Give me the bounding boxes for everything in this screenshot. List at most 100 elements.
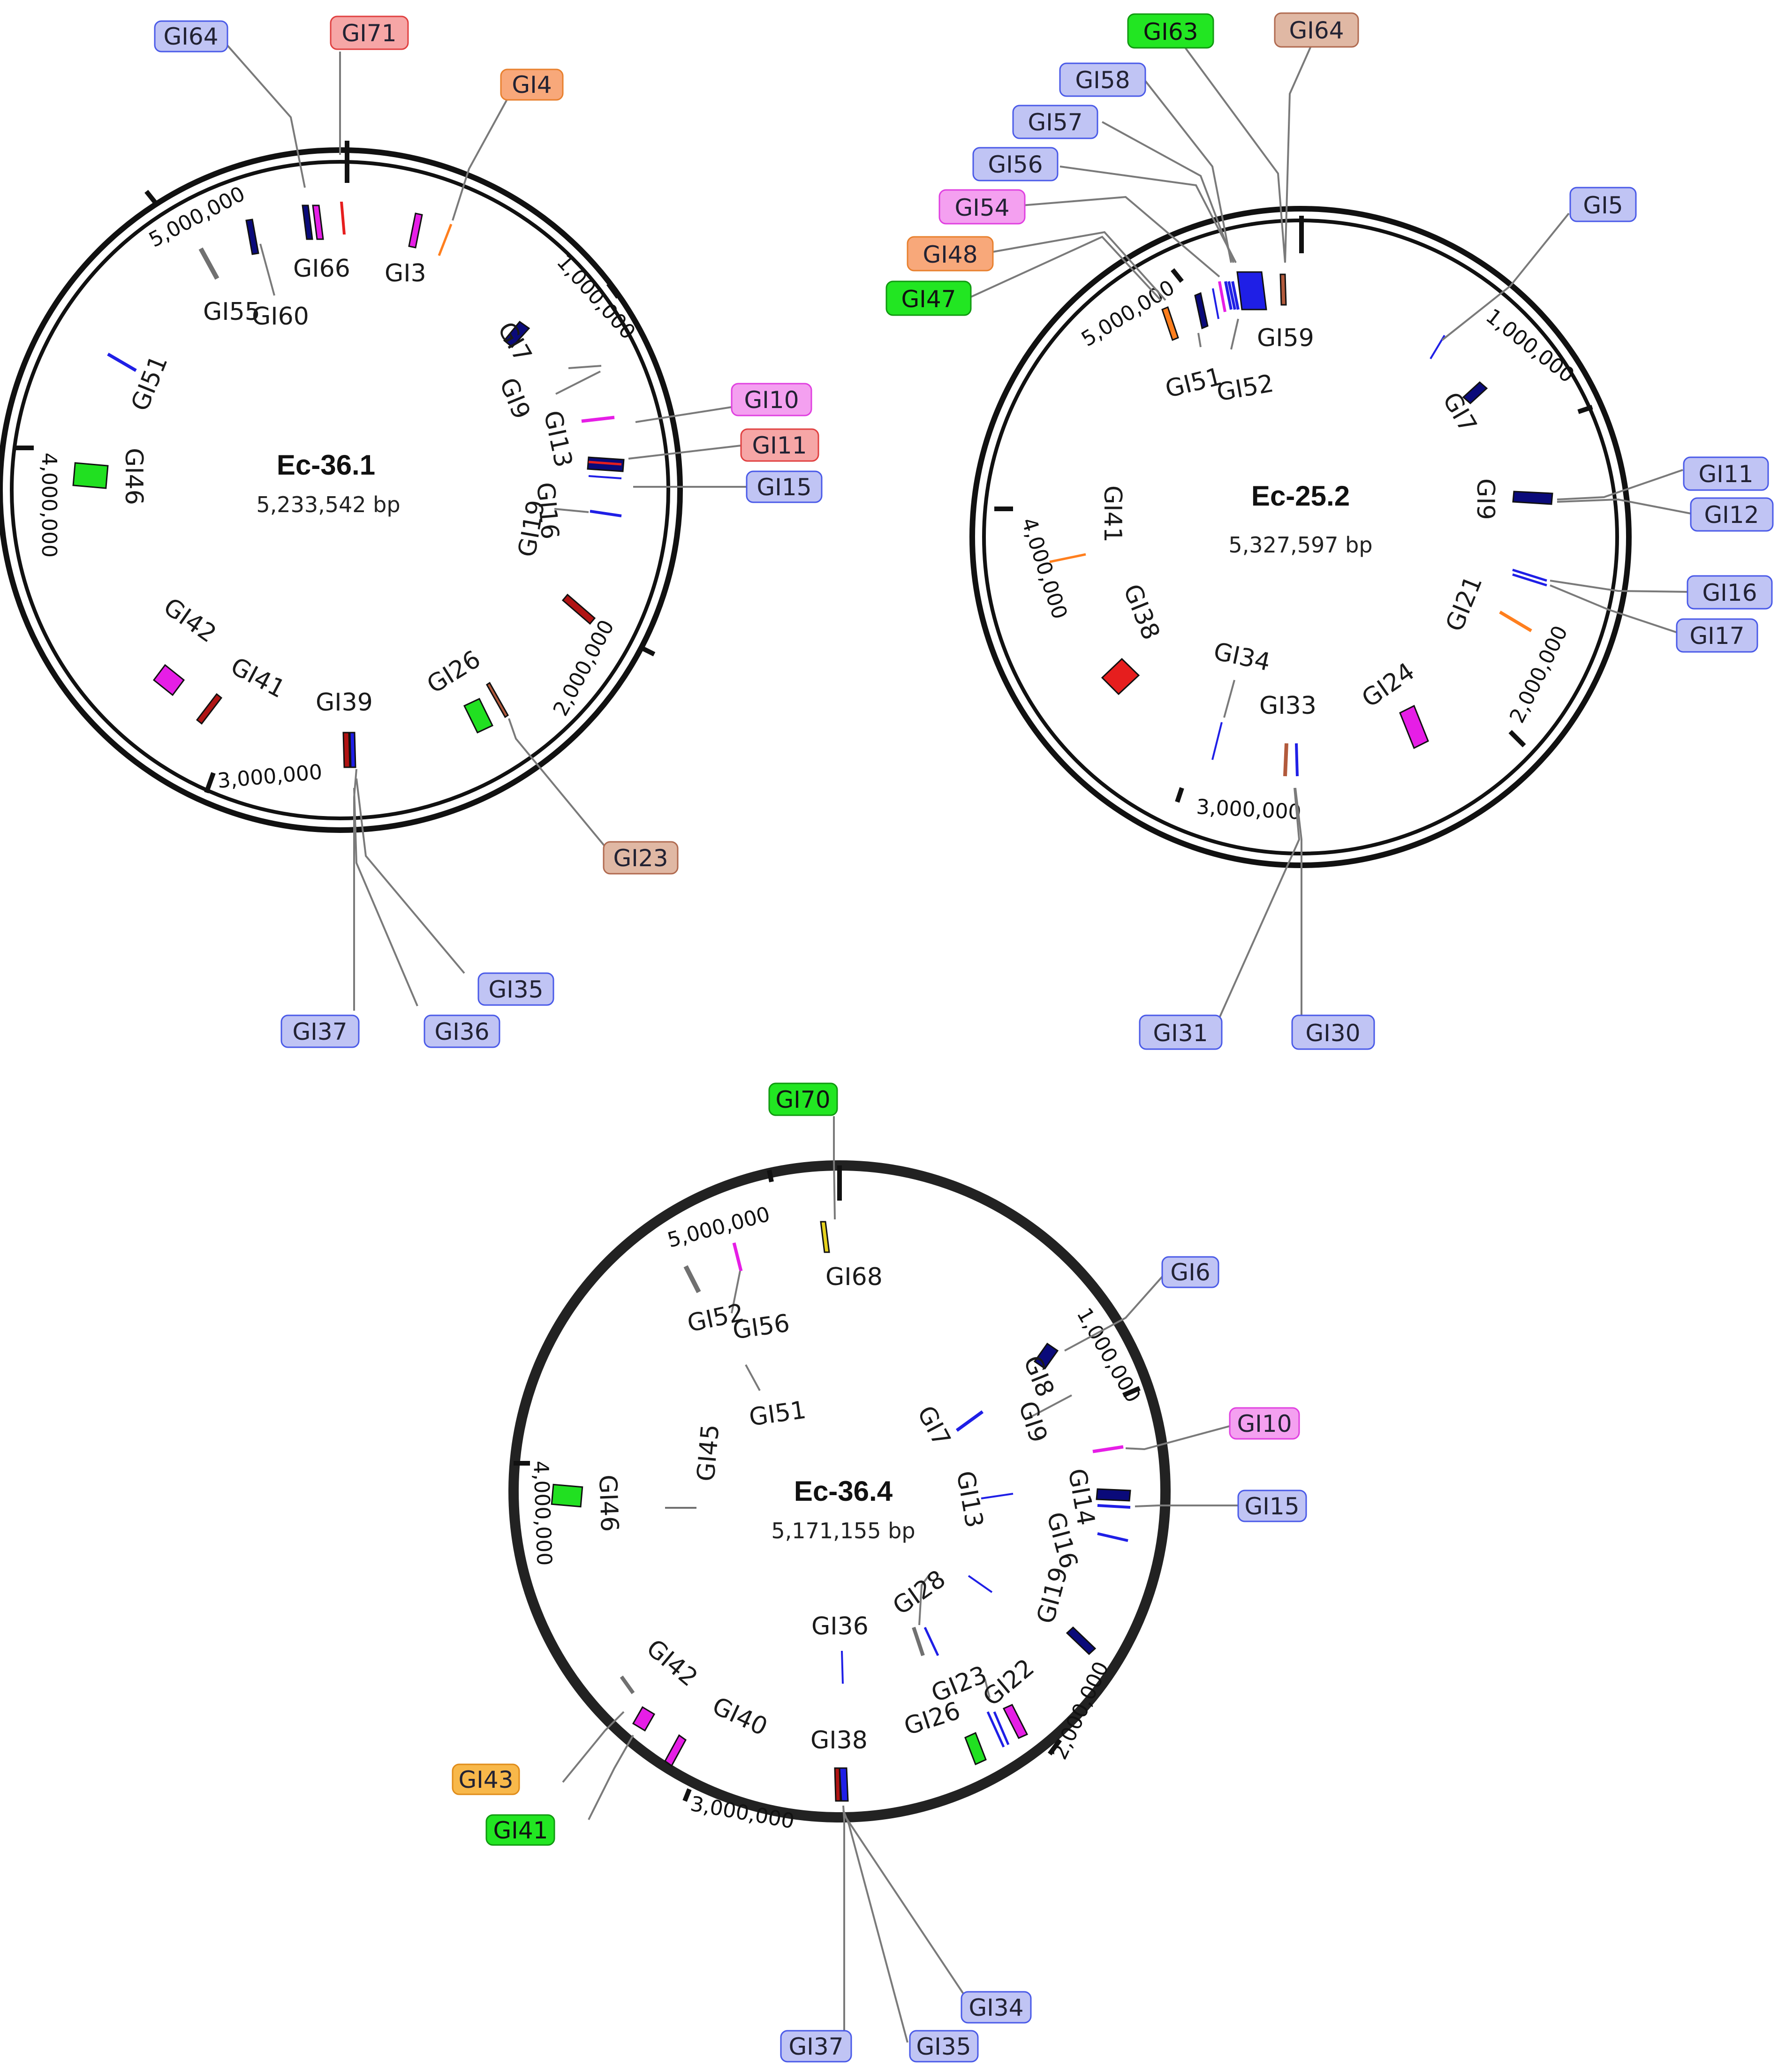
- island-mark-gi19: [1066, 1626, 1097, 1656]
- gi-box-gi43: [452, 1763, 520, 1795]
- island-mark-gi36: [841, 1650, 844, 1684]
- gi-box-text-gi17: GI17: [1689, 622, 1744, 650]
- tick-marks: [994, 216, 1593, 803]
- gi-box-text-gi10: GI10: [744, 386, 799, 414]
- island-mark-gi51: [1194, 292, 1209, 330]
- island-mark-gi58: [1224, 281, 1233, 310]
- gi-box-text-gi12: GI12: [1704, 501, 1759, 529]
- island-mark-gi28: [968, 1575, 993, 1593]
- island-mark-gi71: [340, 202, 346, 234]
- gi-box-text-gi70: GI70: [775, 1086, 830, 1113]
- inner-label-gi8: GI8: [1018, 1352, 1059, 1401]
- gi-box-text-gi63: GI63: [1143, 18, 1198, 45]
- island-mark-gi40: [664, 1734, 687, 1767]
- island-mark-gi57: [1227, 281, 1236, 310]
- island-mark-gi7: [503, 320, 530, 348]
- island-mark-gi7: [1462, 381, 1488, 405]
- tick-label-3000000: 3,000,000: [1195, 795, 1301, 824]
- island-mark-gi36: [349, 732, 356, 768]
- island-mark-gi68: [820, 1221, 830, 1253]
- inner-label-gi42: GI42: [159, 592, 221, 648]
- island-mark-gi16: [1512, 568, 1547, 582]
- gi-box-text-gi64: GI64: [1289, 17, 1344, 44]
- gi-box-text-gi35: GI35: [916, 2033, 971, 2060]
- tick-label-4000000: 4,000,000: [37, 453, 61, 558]
- inner-label-gi36: GI36: [811, 1612, 869, 1641]
- inner-label-gi24: GI24: [1357, 658, 1420, 713]
- island-mark-gi19: [561, 593, 596, 625]
- gi-box-text-gi56: GI56: [988, 151, 1043, 178]
- box-labels: GI63 GI64 GI58 GI57 GI56 GI54 GI48 GI47 …: [885, 12, 1774, 1050]
- island-mark-gi30: [1295, 743, 1299, 777]
- gi-box-gi63: [1127, 13, 1214, 49]
- island-mark-gi22: [1002, 1704, 1029, 1739]
- gi-box-gi64: [1274, 12, 1359, 48]
- box-labels: GI64 GI71 GI4 GI10 GI11 GI15 GI23 GI35 G…: [154, 15, 823, 1048]
- gi-box-gi23: [603, 841, 679, 875]
- gi-box-gi15: [1237, 1490, 1307, 1522]
- inner-label-gi52: GI52: [1215, 370, 1276, 407]
- island-mark-gi54: [1218, 281, 1226, 312]
- gi-box-text-gi37: GI37: [292, 1018, 347, 1045]
- inner-label-gi19: GI19: [513, 498, 551, 559]
- gi-box-gi17: [1676, 618, 1758, 653]
- island-mark-gi52: [1212, 288, 1219, 319]
- island-mark-gi38: [834, 1767, 841, 1802]
- island-marks: [1049, 271, 1553, 777]
- gi-box-text-gi34: GI34: [968, 1994, 1023, 2021]
- island-mark-gi11: [588, 461, 622, 466]
- gi-box-text-gi4: GI4: [512, 71, 552, 98]
- gi-box-text-gi64: GI64: [163, 23, 218, 50]
- gi-box-text-gi30: GI30: [1305, 1020, 1360, 1047]
- island-mark-gi10: [581, 416, 615, 423]
- gi-box-text-gi10: GI10: [1237, 1410, 1292, 1437]
- inner-label-gi34: GI34: [1211, 637, 1273, 677]
- island-mark-gi33: [1283, 743, 1288, 777]
- island-mark-gi41: [1049, 553, 1086, 563]
- island-mark-gi15: [1097, 1504, 1131, 1509]
- inner-label-gi33: GI33: [1259, 692, 1316, 720]
- island-mark-gi21: [1499, 610, 1532, 633]
- genome-map-ec-25-2: 1,000,000 2,000,000 3,000,000 4,000,000 …: [885, 12, 1774, 1050]
- gi-box-text-gi31: GI31: [1153, 1020, 1208, 1047]
- gi-box-gi5: [1569, 187, 1637, 222]
- island-mark-gi23: [486, 681, 509, 718]
- island-mark-gi42: [632, 1706, 656, 1732]
- island-mark-gi24: [1399, 704, 1429, 749]
- gi-box-gi11: [740, 428, 819, 462]
- gi-box-gi35: [909, 2030, 979, 2063]
- gi-box-gi10: [731, 383, 812, 416]
- label-connectors: [219, 37, 748, 1011]
- island-mark-gi8: [1033, 1342, 1059, 1370]
- gi-box-gi48: [907, 236, 994, 272]
- tick-label-2000000: 2,000,000: [1048, 1658, 1114, 1763]
- gi-box-gi37: [280, 1014, 360, 1048]
- gi-box-text-gi54: GI54: [954, 194, 1009, 221]
- gi-box-gi30: [1291, 1014, 1375, 1050]
- inner-label-gi45: GI45: [692, 1423, 725, 1483]
- inner-label-gi46: GI46: [120, 448, 148, 505]
- island-marks: [72, 202, 625, 768]
- inner-label-gi60: GI60: [252, 302, 309, 331]
- gi-box-text-gi15: GI15: [1244, 1493, 1299, 1520]
- gi-box-gi10: [1229, 1407, 1300, 1440]
- gi-box-gi47: [885, 280, 972, 316]
- gi-box-text-gi36: GI36: [434, 1018, 489, 1045]
- island-mark-gi16: [590, 510, 622, 517]
- gi-box-text-gi15: GI15: [757, 474, 811, 501]
- gi-box-text-gi57: GI57: [1028, 109, 1082, 136]
- gi-box-text-gi5: GI5: [1583, 192, 1623, 219]
- island-mark-gi28b: [912, 1626, 925, 1656]
- inner-label-gi39: GI39: [316, 688, 373, 717]
- island-mark-gi42: [152, 664, 185, 696]
- island-mark-gi15: [588, 475, 622, 479]
- genome-size: 5,233,542 bp: [256, 492, 400, 517]
- island-mark-gi64: [1279, 273, 1287, 306]
- island-mark-gi23b: [993, 1711, 1010, 1745]
- gi-box-text-gi37: GI37: [788, 2033, 843, 2060]
- tick-marks: [14, 141, 656, 794]
- inner-label-gi9: GI9: [1013, 1398, 1052, 1446]
- genome-name: Ec-36.4: [794, 1475, 893, 1507]
- island-mark-gi59: [1236, 271, 1267, 310]
